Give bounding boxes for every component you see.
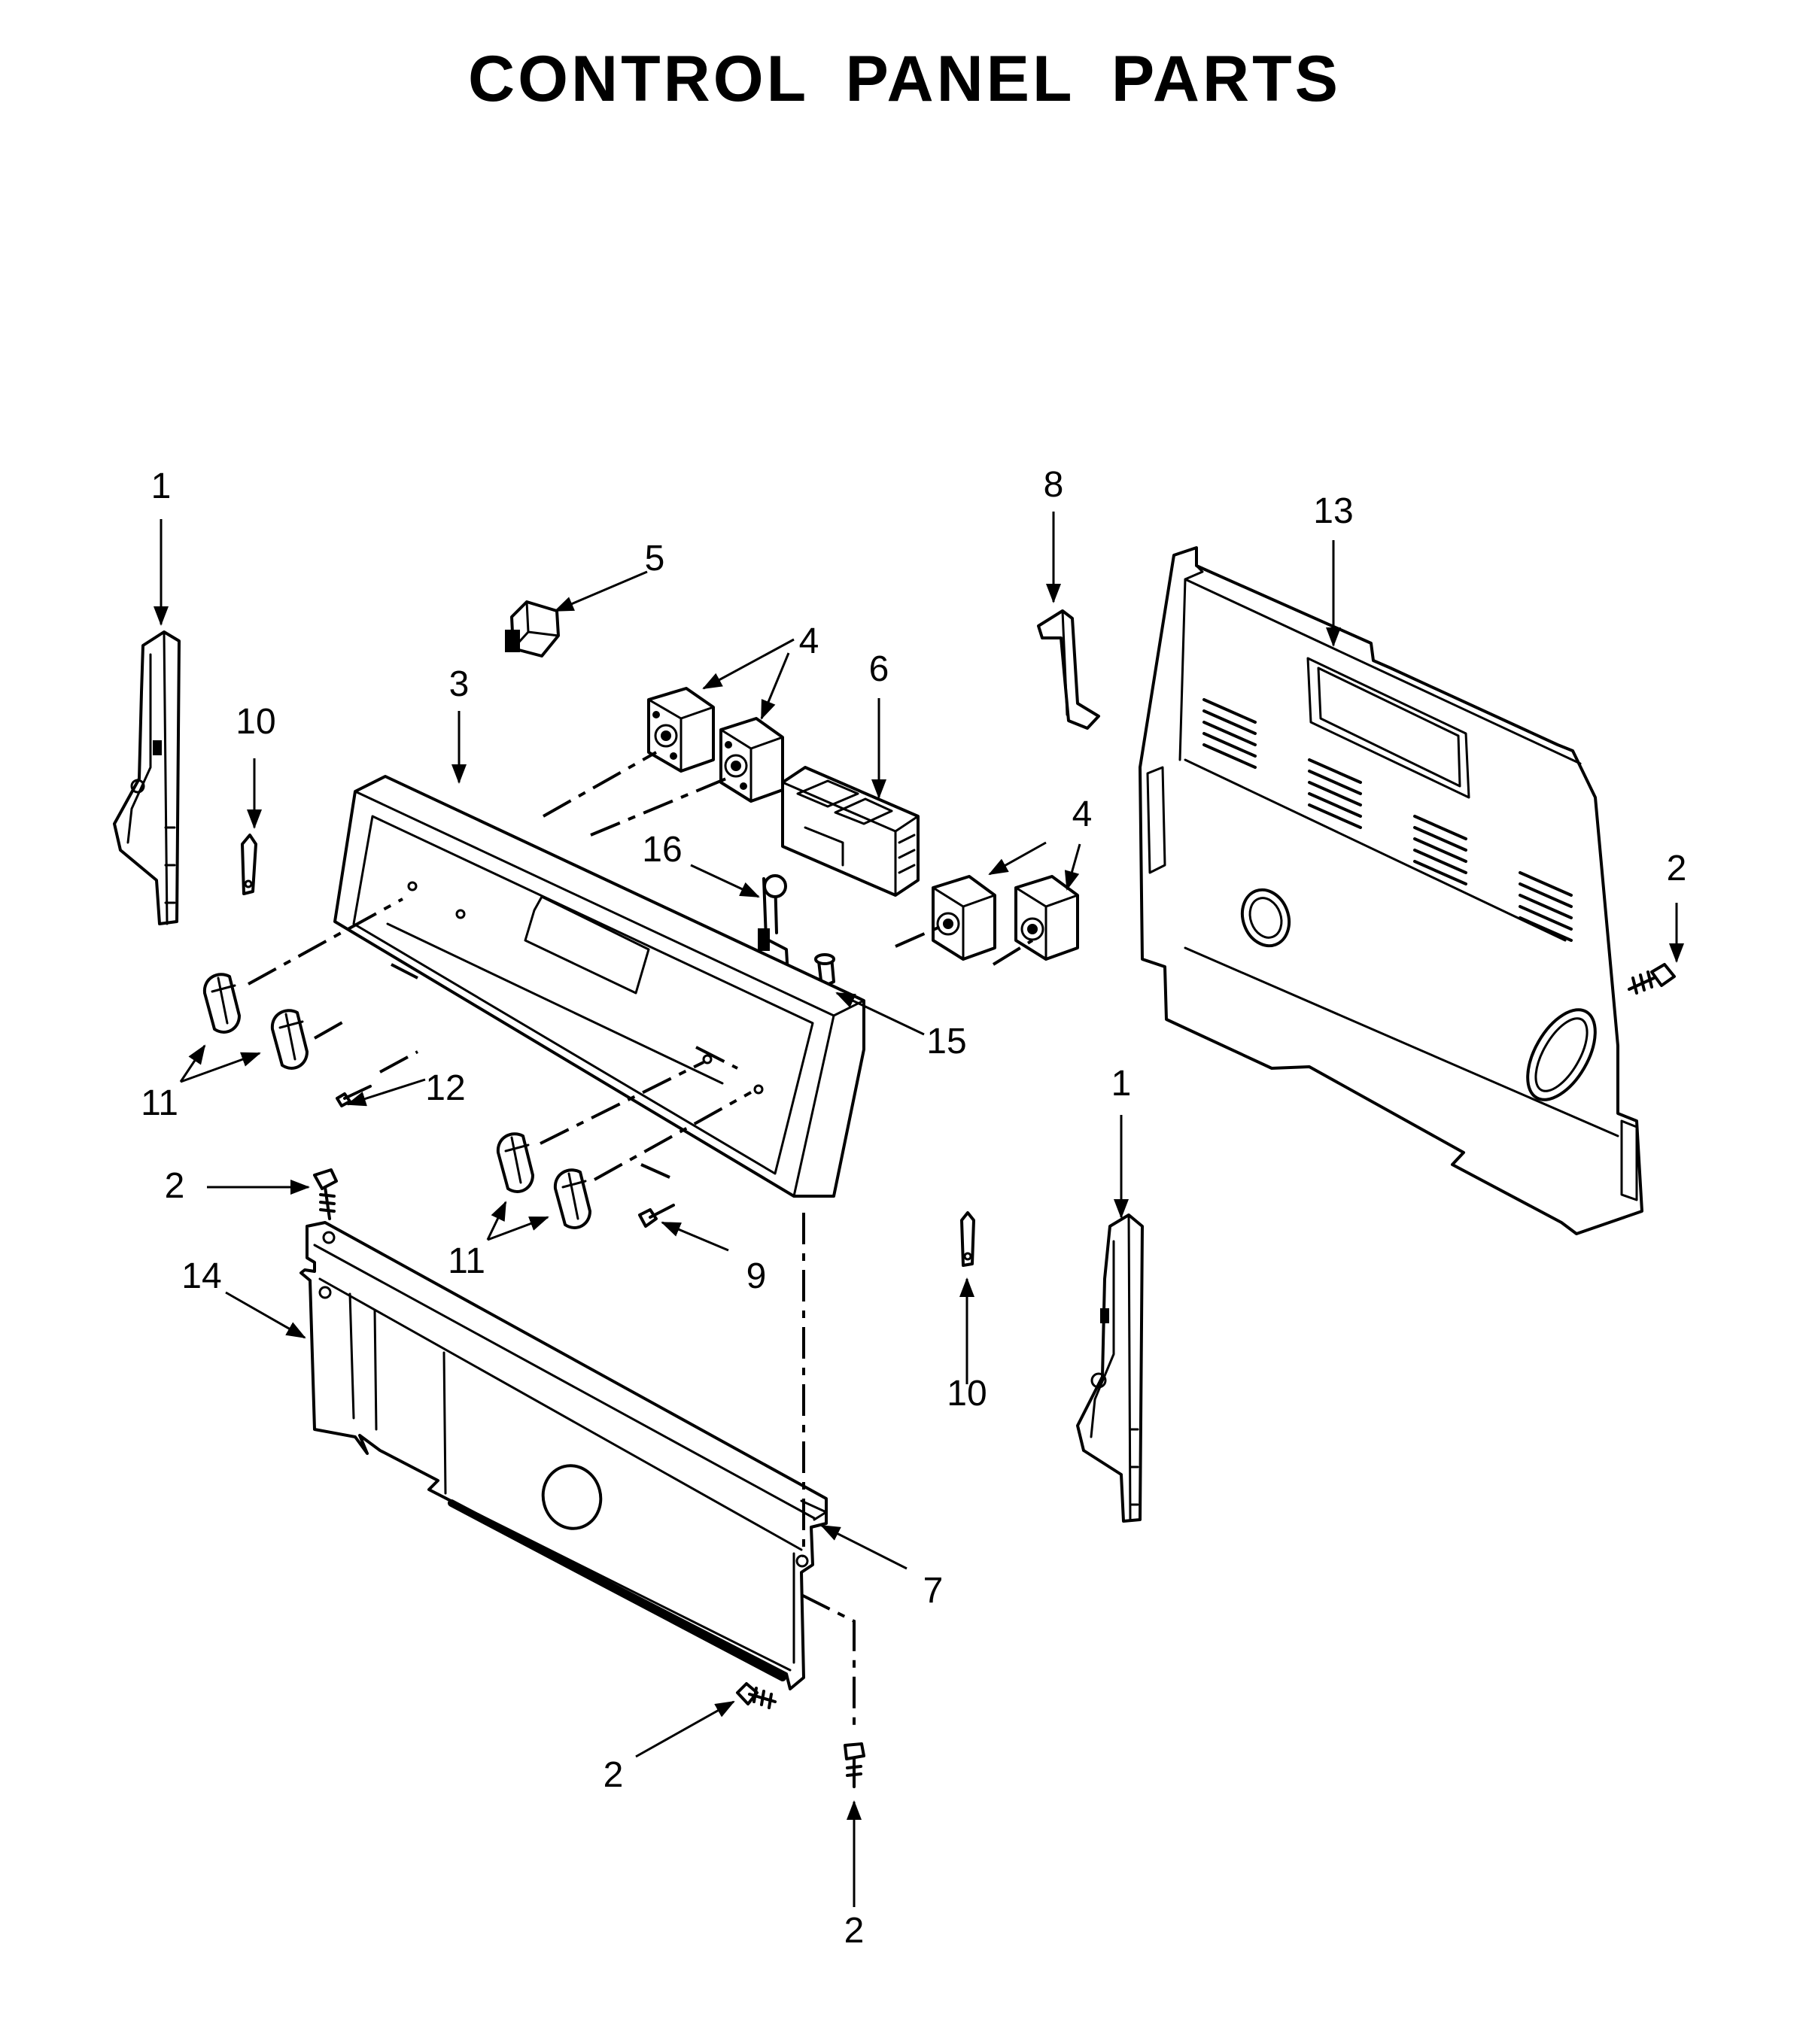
screw-right	[1628, 963, 1676, 995]
callout-3: 3	[449, 664, 470, 704]
callout-2-left: 2	[165, 1166, 185, 1206]
callout-10-right: 10	[947, 1374, 987, 1414]
callout-1-right: 1	[1111, 1064, 1132, 1104]
screw-bottom-left	[736, 1682, 777, 1709]
callout-6: 6	[869, 649, 889, 689]
switch-part	[505, 600, 560, 658]
infinite-switch-2	[719, 717, 784, 803]
callout-5: 5	[645, 539, 665, 579]
clip-10-left	[241, 834, 257, 895]
infinite-switch-4	[1014, 875, 1079, 961]
control-panel-console	[333, 775, 865, 1198]
infinite-switch-3	[932, 875, 996, 961]
side-bracket-left	[113, 630, 181, 925]
vent-louvers-4	[1519, 871, 1573, 942]
vent-louvers-1	[1202, 698, 1257, 769]
callout-12: 12	[425, 1068, 465, 1108]
screw-bottom-center	[844, 1742, 865, 1788]
screw-left-top	[313, 1168, 338, 1220]
clip-10-right	[960, 1211, 975, 1267]
callout-1-top-left: 1	[151, 466, 172, 506]
vent-louvers-2	[1308, 758, 1362, 829]
callout-2-bottom-left: 2	[604, 1755, 624, 1795]
callout-16: 16	[642, 830, 682, 870]
callout-9: 9	[746, 1256, 767, 1296]
callout-7: 7	[923, 1571, 944, 1611]
callout-4-right: 4	[1072, 794, 1093, 834]
rear-control-panel	[1139, 546, 1643, 1235]
knob-1	[202, 973, 241, 1034]
callout-2-right: 2	[1667, 849, 1687, 888]
callout-10-left: 10	[236, 702, 275, 742]
callout-14: 14	[181, 1256, 221, 1296]
side-bracket-right	[1076, 1213, 1144, 1523]
callout-11-left: 11	[141, 1083, 178, 1123]
callout-2-bottom: 2	[844, 1911, 865, 1951]
manifold-panel	[299, 1221, 828, 1690]
mounting-bracket	[1037, 609, 1100, 730]
screw-9	[638, 1204, 675, 1228]
knob-3	[496, 1132, 534, 1193]
vent-louvers-3	[1413, 815, 1467, 885]
callout-8: 8	[1044, 465, 1064, 505]
knob-4	[553, 1168, 591, 1229]
electronic-control-board	[781, 766, 920, 897]
callout-11-center: 11	[448, 1241, 485, 1281]
page-title: CONTROL PANEL PARTS	[467, 43, 1342, 115]
knob-2	[270, 1009, 309, 1070]
callout-15: 15	[926, 1022, 966, 1061]
callout-13: 13	[1313, 491, 1353, 531]
callout-leaders	[154, 512, 1684, 1907]
assembly-lines	[248, 751, 1034, 1730]
infinite-switch-1	[647, 687, 715, 773]
callout-labels: 1 1 2 2 2 2 3 4 4 5 6 7 8 9 10 10 11 11 …	[141, 465, 1686, 1951]
callout-4-top: 4	[799, 621, 819, 661]
